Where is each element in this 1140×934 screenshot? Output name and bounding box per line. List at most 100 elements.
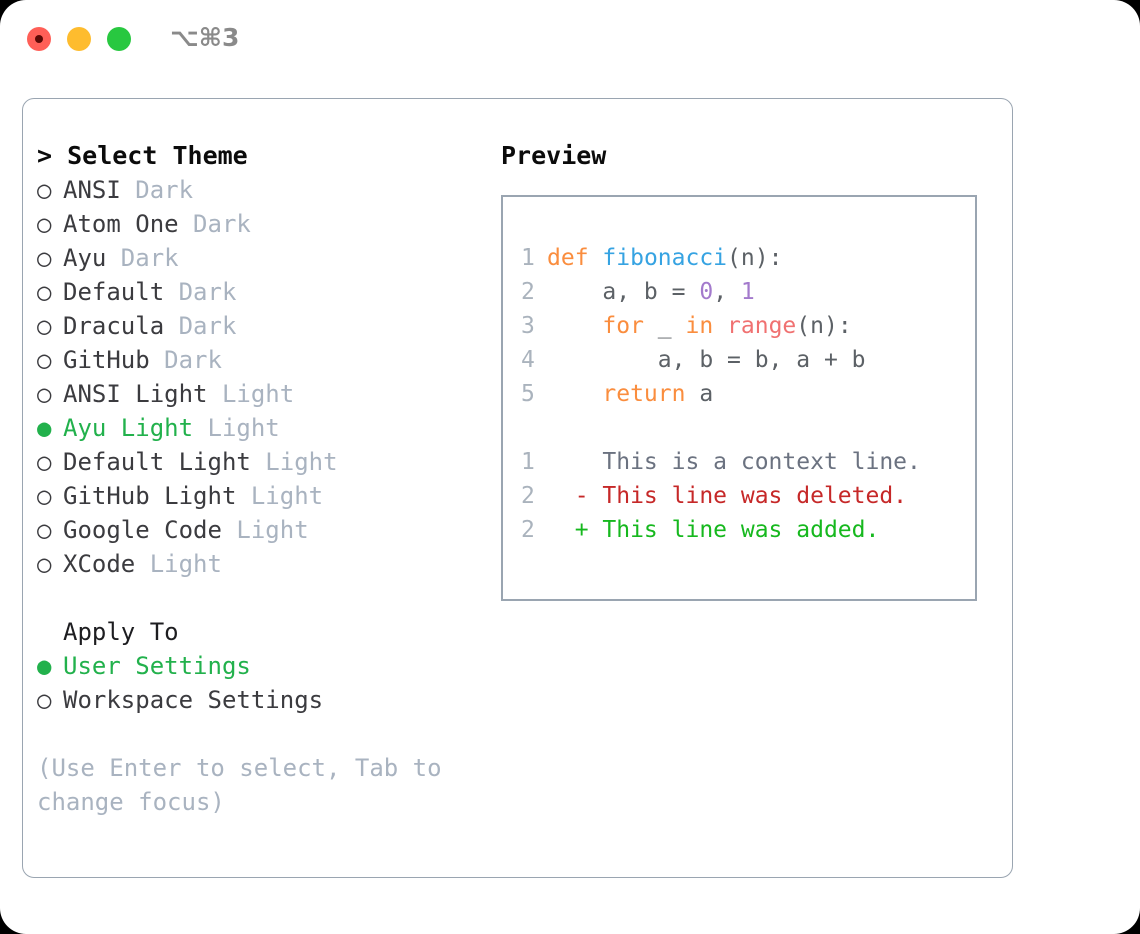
code-token-num: 1 — [740, 279, 755, 305]
theme-option-google-code[interactable]: ○ Google Code Light — [37, 513, 497, 547]
maximize-button[interactable] — [107, 27, 131, 51]
theme-option-github-light[interactable]: ○GitHub Light Light — [37, 479, 497, 513]
diff-line-del: 2 - This line was deleted. — [521, 479, 975, 513]
theme-option-ansi-light[interactable]: ○ANSI Light Light — [37, 377, 497, 411]
preview-heading: Preview — [501, 141, 607, 170]
theme-option-ayu-light[interactable]: ● Ayu Light Light — [37, 411, 497, 445]
radio-unselected-icon: ○ — [37, 448, 52, 476]
window-titlebar: ⌥⌘3 — [0, 0, 1140, 78]
code-token-punct: (n): — [727, 245, 783, 271]
apply-to-heading: Apply To — [63, 618, 179, 646]
code-token-kw: in — [685, 313, 714, 339]
code-line-number: 1 — [521, 245, 535, 271]
code-token-plain: _ — [643, 313, 686, 339]
keyboard-shortcut-label: ⌥⌘3 — [170, 23, 240, 52]
diff-line-text: - This line was deleted. — [547, 483, 908, 509]
apply-to-option-label: User Settings — [63, 652, 251, 680]
diff-line-text: + This line was added. — [547, 517, 880, 543]
code-line: 3 for _ in range(n): — [521, 309, 975, 343]
code-line-number: 4 — [521, 347, 535, 373]
code-line-number: 5 — [521, 381, 535, 407]
theme-option-variant: Light — [193, 414, 280, 442]
close-button[interactable] — [27, 27, 51, 51]
theme-option-default-light[interactable]: ○ Default Light Light — [37, 445, 497, 479]
code-line: 4 a, b = b, a + b — [521, 343, 975, 377]
keyboard-hint-text: (Use Enter to select, Tab to change focu… — [37, 754, 457, 816]
diff-line-number: 2 — [521, 517, 535, 543]
radio-unselected-icon: ○ — [37, 482, 52, 510]
theme-option-name: Google Code — [63, 516, 222, 544]
theme-option-variant: Light — [221, 516, 309, 544]
code-token-kw: return — [602, 381, 686, 407]
theme-option-variant: Light — [135, 550, 222, 578]
radio-unselected-icon: ○ — [37, 346, 52, 374]
theme-option-name: Ayu Light — [63, 414, 194, 442]
code-line: 5 return a — [521, 377, 975, 411]
radio-unselected-icon: ○ — [37, 278, 52, 306]
code-line: 1 def fibonacci(n): — [521, 241, 975, 275]
theme-option-ansi[interactable]: ○ANSI Dark — [37, 173, 497, 207]
radio-selected-icon: ● — [37, 414, 52, 442]
theme-option-github[interactable]: ○ GitHub Dark — [37, 343, 497, 377]
theme-option-name: ANSI — [63, 176, 121, 204]
diff-line-add: 2 + This line was added. — [521, 513, 975, 547]
content-panel: > Select Theme ○ANSI Dark○Atom One Dark○… — [22, 98, 1013, 878]
code-token-num: 0 — [699, 279, 714, 305]
theme-option-list: ○ANSI Dark○Atom One Dark○Ayu Dark○Defaul… — [37, 173, 497, 581]
radio-unselected-icon: ○ — [37, 210, 52, 238]
theme-option-name: GitHub — [63, 346, 150, 374]
code-token-kw: def — [547, 245, 589, 271]
code-diff-spacer — [521, 411, 975, 445]
diff-line-number: 2 — [521, 483, 535, 509]
code-token-plain — [589, 245, 603, 271]
radio-unselected-icon: ○ — [37, 516, 52, 544]
theme-option-name: Default — [63, 278, 165, 306]
code-line: 2 a, b = 0, 1 — [521, 275, 975, 309]
code-token-plain — [713, 313, 727, 339]
select-theme-heading: > Select Theme — [37, 141, 248, 170]
recording-indicator-icon — [35, 35, 43, 43]
code-line-number: 3 — [521, 313, 535, 339]
diff-sample: 1 This is a context line.2 - This line w… — [521, 445, 975, 547]
apply-to-option-label: Workspace Settings — [63, 686, 324, 714]
theme-option-variant: Light — [250, 448, 338, 476]
radio-unselected-icon: ○ — [37, 380, 52, 408]
code-token-fn: fibonacci — [602, 245, 728, 271]
theme-option-variant: Dark — [164, 312, 237, 340]
list-spacer — [37, 581, 497, 615]
code-token-plain: a, b = b, a + b — [547, 347, 866, 373]
theme-option-name: Atom One — [63, 210, 179, 238]
theme-option-atom-one[interactable]: ○ Atom One Dark — [37, 207, 497, 241]
minimize-button[interactable] — [67, 27, 91, 51]
theme-option-variant: Dark — [178, 210, 251, 238]
theme-option-variant: Dark — [149, 346, 222, 374]
code-token-plain — [547, 313, 602, 339]
theme-option-name: Ayu — [63, 244, 107, 272]
theme-option-name: Dracula — [63, 312, 165, 340]
theme-option-dracula[interactable]: ○ Dracula Dark — [37, 309, 497, 343]
theme-option-ayu[interactable]: ○Ayu Dark — [37, 241, 497, 275]
theme-option-variant: Dark — [164, 278, 237, 306]
radio-unselected-icon: ○ — [37, 686, 52, 714]
radio-selected-icon: ● — [37, 652, 52, 680]
diff-line-ctx: 1 This is a context line. — [521, 445, 975, 479]
radio-unselected-icon: ○ — [37, 176, 52, 204]
code-token-type: range — [727, 313, 797, 339]
radio-unselected-icon: ○ — [37, 312, 52, 340]
apply-to-option-list: ● User Settings ○ Workspace Settings — [37, 649, 497, 717]
code-token-punct: (n): — [796, 313, 852, 339]
theme-option-name: XCode — [63, 550, 136, 578]
apply-to-option-user-settings[interactable]: ● User Settings — [37, 649, 497, 683]
theme-selector-column: > Select Theme ○ANSI Dark○Atom One Dark○… — [37, 139, 497, 819]
code-token-plain: a, b = — [547, 279, 700, 305]
theme-option-xcode[interactable]: ○XCode Light — [37, 547, 497, 581]
theme-option-default[interactable]: ○ Default Dark — [37, 275, 497, 309]
apply-to-option-workspace-settings[interactable]: ○ Workspace Settings — [37, 683, 497, 717]
code-line-number: 2 — [521, 279, 535, 305]
theme-option-name: ANSI Light — [63, 380, 208, 408]
theme-option-name: Default Light — [63, 448, 251, 476]
